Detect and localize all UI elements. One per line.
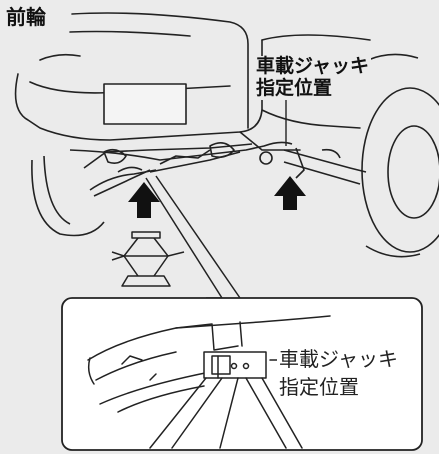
jack-point-label-top-line1: 車載ジャッキ [256,55,370,77]
scissor-jack [111,231,185,287]
arrow-up-right [274,176,306,210]
vehicle-body [14,12,371,151]
underbody-frame [69,141,367,197]
front-wheel [31,53,439,258]
arrows [128,176,306,218]
front-wheel-label: 前輪 [4,5,48,29]
arrow-up-left [128,182,160,218]
inset-detail [87,315,331,449]
jack-point-label-inset-line2: 指定位置 [279,375,359,399]
jack-point-label-top-line2: 指定位置 [256,76,333,99]
jack-point-label-inset-line1: 車載ジャッキ [279,347,398,371]
jack-point-label-top: 車載ジャッキ 指定位置 [254,55,372,100]
jack-point-label-inset: 車載ジャッキ 指定位置 [277,345,400,401]
